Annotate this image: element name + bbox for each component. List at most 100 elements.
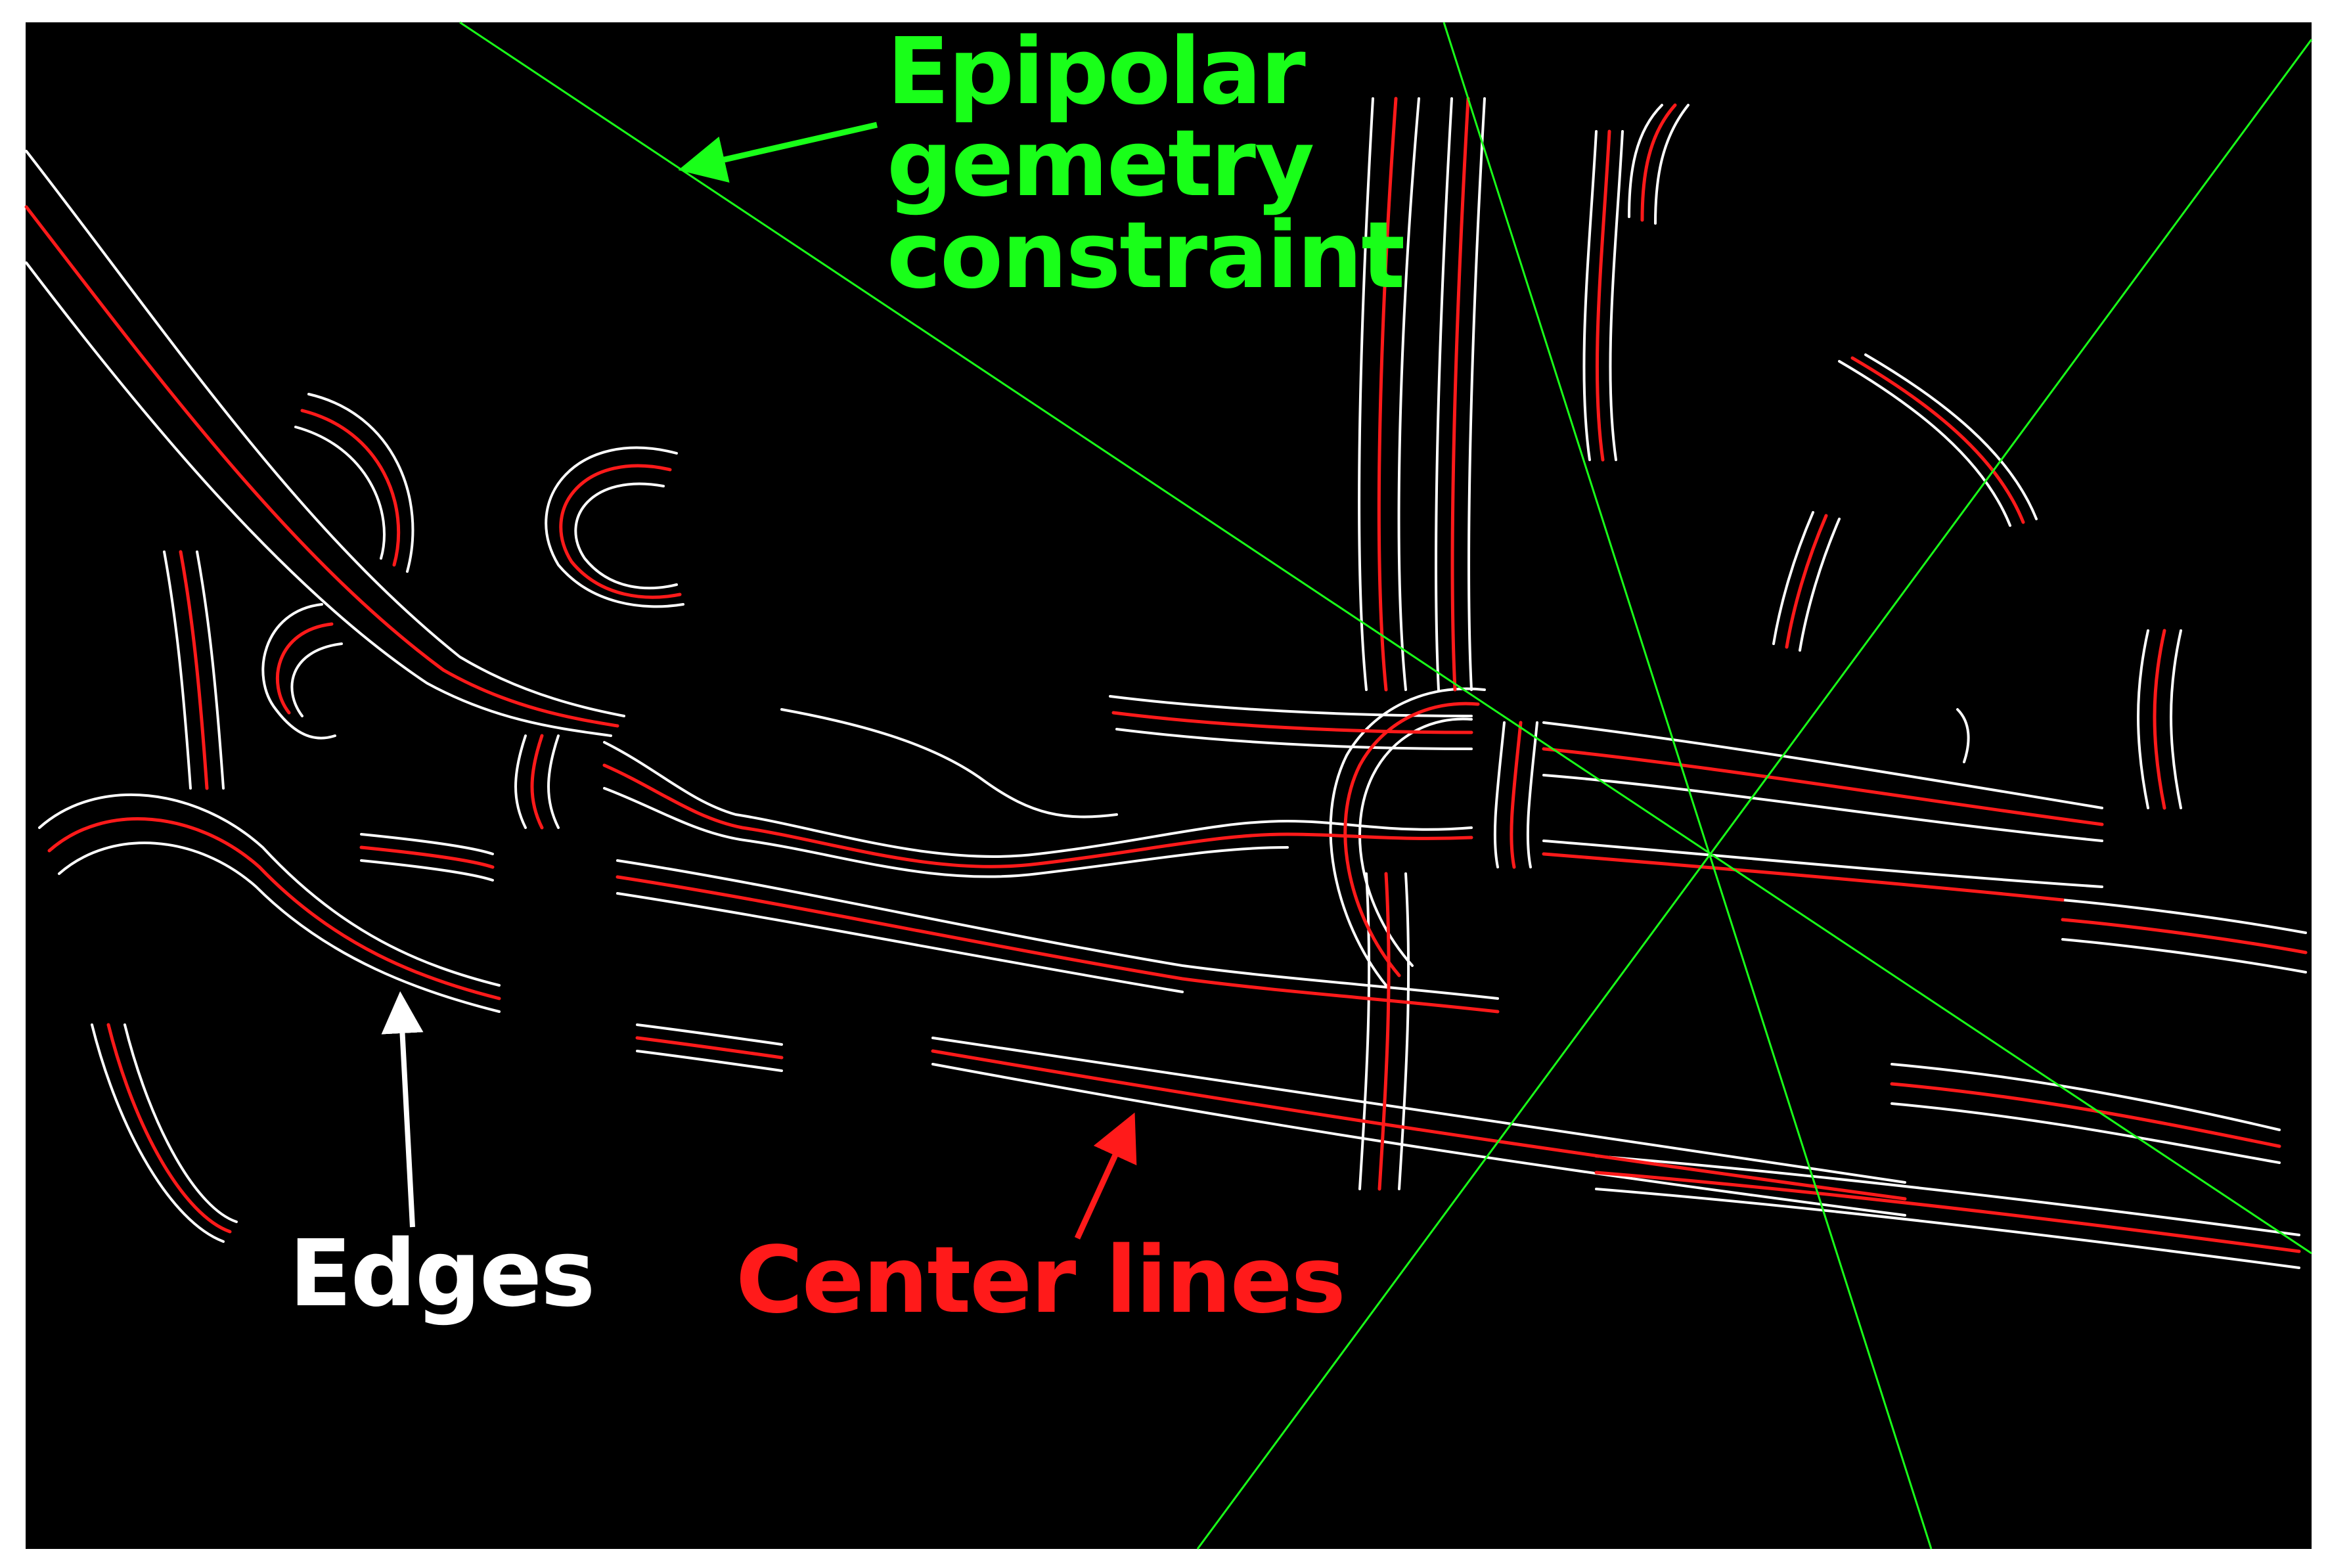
edge-curve <box>1838 360 2011 527</box>
edge-curve <box>2137 629 2149 809</box>
center-line-curve <box>1640 103 1677 222</box>
edge-curve <box>574 482 678 590</box>
edge-curve <box>163 550 192 790</box>
edges-pointer-arrow <box>381 991 424 1228</box>
edge-curve <box>780 708 1118 818</box>
edge-curve <box>1542 840 2103 888</box>
epipolar-line <box>459 21 2312 1255</box>
center-line-curve <box>635 1036 784 1060</box>
edge-curve <box>1891 1063 2281 1131</box>
epipolar-label-line3: constraint <box>887 202 1405 309</box>
center-line-curve <box>1785 514 1828 649</box>
center-lines-label: Center lines <box>736 1227 1346 1334</box>
center-line-curve <box>300 409 401 567</box>
edge-curve <box>1467 97 1486 691</box>
edge-curve <box>1772 511 1814 645</box>
center-line-curve <box>1542 852 2065 902</box>
edge-curve <box>1891 1102 2281 1164</box>
edge-curve <box>25 150 625 717</box>
center-line-curve <box>47 817 501 1000</box>
epipolar-lines <box>459 21 2313 1550</box>
edge-curve <box>2061 899 2307 934</box>
edge-curve <box>547 734 560 829</box>
center-line-curve <box>602 763 1473 868</box>
center-line-curve <box>1510 721 1523 869</box>
center-line-curve <box>931 1049 1907 1201</box>
edge-curve <box>1358 872 1371 1190</box>
center-line-curve <box>1850 356 2025 524</box>
epipolar-label-line2: gemetry <box>887 110 1314 217</box>
edge-curve <box>603 787 1289 878</box>
center-line-curve <box>359 845 495 869</box>
edge-curve <box>1398 872 1410 1190</box>
center-line-curve <box>1377 872 1391 1191</box>
edge-curve <box>38 793 501 987</box>
edge-curve <box>1542 774 2103 842</box>
edge-curve <box>196 550 225 790</box>
edge-curve <box>1397 97 1420 691</box>
edge-curve <box>1582 130 1598 461</box>
epipolar-label: Epipolar gemetry constraint <box>887 18 1405 309</box>
center-lines <box>24 97 2308 1253</box>
center-line-curve <box>275 622 334 715</box>
edge-detection-panel <box>26 22 2312 1549</box>
edge-curve <box>25 261 612 737</box>
center-line-curve <box>1377 97 1398 692</box>
edge-curve <box>931 1063 1906 1217</box>
center-line-curve <box>179 550 209 790</box>
edge-curve <box>931 1037 1906 1184</box>
edge-curve <box>1654 104 1690 225</box>
edge-curve <box>307 393 414 573</box>
edge-curve <box>91 1023 225 1243</box>
edge-curve <box>360 833 494 855</box>
edge-curve <box>1493 721 1506 868</box>
center-line-curve <box>1594 1171 2301 1253</box>
edge-curve <box>636 1050 783 1072</box>
edge-curve <box>1595 1188 2300 1269</box>
center-line-curve <box>1890 1082 2281 1148</box>
center-line-curve <box>2153 629 2166 810</box>
edge-curve <box>261 603 336 740</box>
edge-curve <box>603 741 1473 859</box>
edge-curve <box>294 426 386 560</box>
center-line-curve <box>530 734 544 830</box>
center-line-curve <box>1343 702 1480 977</box>
center-line-curve <box>2061 918 2308 954</box>
edge-curve <box>616 859 1499 1000</box>
edge-curve <box>1115 728 1473 750</box>
center-lines-pointer-arrow <box>1074 1112 1137 1240</box>
edge-curve <box>1109 695 1473 717</box>
edge-curve <box>1799 518 1841 652</box>
edge-curve <box>58 841 501 1013</box>
edge-curve <box>1542 721 2103 809</box>
center-line-curve <box>1595 129 1611 462</box>
edge-curve <box>1358 97 1374 691</box>
edge-curve <box>545 446 684 608</box>
center-line-curve <box>1450 97 1470 692</box>
epipolar-line <box>1196 39 2313 1550</box>
edge-curve <box>1358 717 1473 967</box>
edge-curve <box>290 642 343 717</box>
vessel-edges <box>25 97 2307 1269</box>
epipolar-label-line1: Epipolar <box>887 18 1306 125</box>
center-line-curve <box>1111 711 1473 734</box>
edge-curve <box>1329 687 1486 987</box>
edge-curve <box>1864 353 2038 520</box>
edge-curve <box>123 1023 238 1223</box>
edge-curve <box>1595 1155 2300 1236</box>
edge-curve <box>2061 938 2307 974</box>
edge-curve <box>1526 721 1538 868</box>
center-line-curve <box>616 875 1500 1014</box>
edge-curve <box>616 892 1184 993</box>
center-line-curve <box>559 464 682 599</box>
edge-curve <box>1609 130 1624 461</box>
edge-curve <box>360 859 494 882</box>
center-line-curve <box>1542 747 2104 826</box>
edges-label: Edges <box>289 1221 595 1328</box>
center-line-curve <box>106 1023 232 1234</box>
edge-curve <box>1628 104 1663 218</box>
epipolar-line <box>1443 22 1933 1550</box>
edge-curve <box>2170 629 2182 809</box>
edge-curve <box>636 1023 783 1046</box>
